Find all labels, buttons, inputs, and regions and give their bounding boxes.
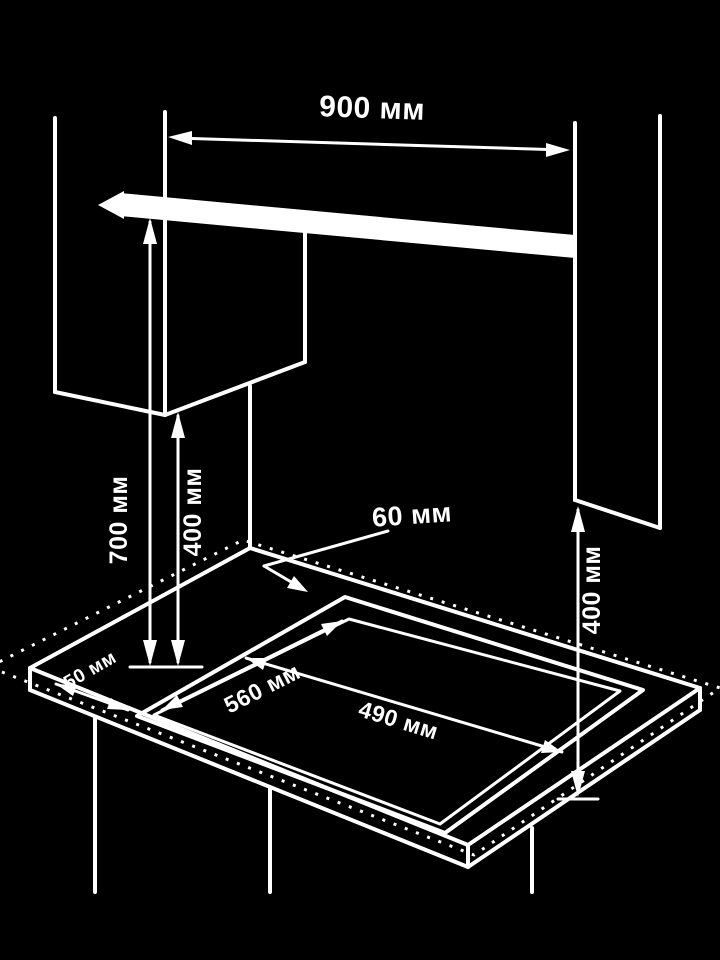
arrowhead-left-icon <box>56 684 77 696</box>
arrowhead-right-icon <box>321 621 342 636</box>
arrowhead-down-icon <box>571 771 585 797</box>
dimension-side-clearance: 50 мм <box>54 647 130 712</box>
arrowhead-up-icon <box>143 218 157 244</box>
left-cabinet-bottom-rear <box>163 360 307 417</box>
arrowhead-down-icon <box>143 640 157 666</box>
dimension-cutout-depth: 490 мм <box>244 656 564 754</box>
arrowhead-left-icon <box>246 658 267 670</box>
right-cabinet-bottom-front <box>573 498 662 530</box>
dim-700-label: 700 мм <box>105 476 133 565</box>
dimension-top-width: 900 мм <box>168 90 570 157</box>
arrowhead-right-icon <box>546 143 570 157</box>
hood-band-arrow-icon <box>98 191 124 219</box>
arrowhead-right-icon <box>541 740 562 753</box>
dim-50-label: 50 мм <box>60 647 120 694</box>
arrowhead-up-icon <box>171 412 185 438</box>
hood-band-strip <box>120 193 575 258</box>
dim-60-leader-line <box>262 529 390 568</box>
dimension-left-cabinet-clearance: 400 мм <box>128 412 207 669</box>
left-cabinet-bottom-front <box>53 390 167 417</box>
arrowhead-left-icon <box>168 131 192 145</box>
base-cabinet <box>93 716 534 894</box>
counter-front-left-lower-edge <box>28 688 470 869</box>
left-upper-cabinet <box>53 110 307 550</box>
arrowhead-left-icon <box>162 695 183 710</box>
dimension-hood-clearance: 700 мм <box>105 218 157 666</box>
cutout-outer-rim <box>135 595 645 835</box>
arrowhead-down-icon <box>171 640 185 666</box>
right-upper-cabinet <box>573 114 662 530</box>
dim-560-line <box>160 619 344 712</box>
hood-band <box>98 191 575 258</box>
dimension-rear-gap: 60 мм <box>262 497 453 592</box>
dim-60-label: 60 мм <box>371 497 453 533</box>
arrowhead-leader-icon <box>287 576 308 592</box>
arrowhead-right-icon <box>107 698 128 710</box>
dimension-right-cabinet-clearance: 400 мм <box>556 506 606 801</box>
dimension-cutout-width: 560 мм <box>160 619 344 718</box>
dim-400-left-label: 400 мм <box>179 468 207 557</box>
dim-900-label: 900 мм <box>319 90 426 127</box>
arrowhead-up-icon <box>571 506 585 532</box>
counter-front-right-lower-edge <box>466 708 702 869</box>
dim-400-right-label: 400 мм <box>578 546 606 635</box>
dim-490-line <box>244 656 564 754</box>
dim-900-line <box>174 136 566 152</box>
